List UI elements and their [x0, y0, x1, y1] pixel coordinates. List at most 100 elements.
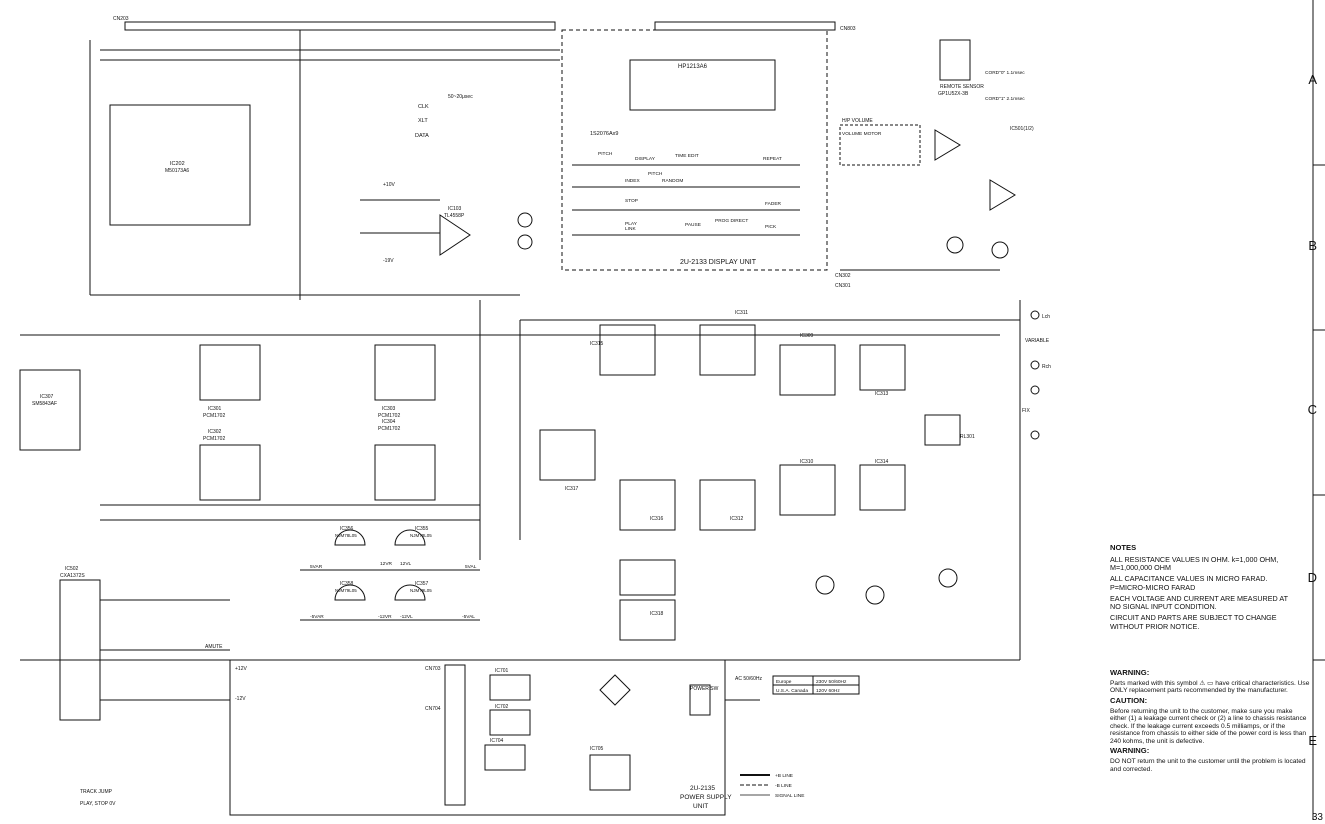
remote-label: REMOTE SENSOR — [940, 84, 984, 90]
legend-b-line: +B LINE — [775, 773, 793, 779]
cn703-label: CN703 — [425, 666, 441, 672]
power-unit-line2: POWER SUPPLY — [680, 794, 732, 801]
key-link: LINK — [625, 226, 636, 232]
ic314-label: IC314 — [875, 459, 889, 465]
ic701-label: IC701 — [495, 668, 509, 674]
power-unit-line3: UNIT — [693, 803, 708, 810]
ic103-part: TL4558P — [444, 213, 465, 219]
key-display: DISPLAY — [635, 156, 656, 162]
ic311-label: IC311 — [735, 310, 748, 316]
ic355-label: IC355 — [415, 526, 429, 532]
rail-p12r: 12VR — [380, 561, 393, 567]
rail-p12l: 12VL — [400, 561, 412, 567]
key-random: RANDOM — [662, 178, 683, 184]
variable-label: VARIABLE — [1025, 338, 1050, 344]
lch-label: Lch — [1042, 314, 1050, 320]
rail-m5var: -5VAR — [310, 614, 324, 620]
vfd-label: HP1213A6 — [678, 64, 708, 70]
ic304-label: IC304 — [382, 419, 396, 425]
ic302-part: PCM1702 — [203, 436, 225, 442]
key-pitch: PITCH — [598, 151, 613, 157]
ic310-label: IC310 — [800, 459, 814, 465]
ic309-label: IC309 — [800, 333, 814, 339]
ic318-label: IC318 — [650, 611, 664, 617]
ic301-part: PCM1702 — [203, 413, 225, 419]
fix-label: FIX — [1022, 408, 1030, 414]
ic316-label: IC316 — [650, 516, 664, 522]
cn704-label: CN704 — [425, 706, 441, 712]
row-marker-e: E — [1308, 733, 1317, 748]
rail-m12r: -12VR — [378, 614, 392, 620]
rail-p10: +10V — [383, 182, 395, 188]
key-index: INDEX — [625, 178, 640, 184]
ic307-part: SM5843AF — [32, 401, 57, 407]
rail-p5var: 5VAR — [310, 564, 323, 570]
power-table-r2c1: U.S.A. Canada — [776, 688, 808, 694]
ic103-label: IC103 — [448, 206, 462, 212]
key-repeat: REPEAT — [763, 156, 782, 162]
key-pause: PAUSE — [685, 222, 701, 228]
ic307-label: IC307 — [40, 394, 54, 400]
rail-m19: -19V — [383, 258, 394, 264]
power-sw-label: POWER SW — [690, 686, 719, 692]
track-jump-label: TRACK JUMP — [80, 789, 113, 795]
warning-title-2: WARNING: — [1110, 746, 1150, 756]
caution-text: Before returning the unit to the custome… — [1110, 707, 1307, 745]
ic317-label: IC317 — [565, 486, 579, 492]
code1-label: CORD"1" 2.1msec — [985, 96, 1025, 102]
ic313-label: IC313 — [875, 391, 889, 397]
power-table-r2c2: 120V 60Hz — [816, 688, 840, 694]
ic502-part: CXA1372S — [60, 573, 85, 579]
clk-label: CLK — [418, 104, 429, 110]
page-number: 33 — [1311, 812, 1323, 823]
ic202-label: IC202 — [170, 161, 185, 167]
notes-block: NOTES ALL RESISTANCE VALUES IN OHM. k=1,… — [1110, 543, 1300, 634]
key-pitch2: PITCH — [648, 171, 663, 177]
rail-m5val: -5VAL — [462, 614, 475, 620]
notes-title: NOTES — [1110, 543, 1137, 552]
rail-p12: +12V — [235, 666, 247, 672]
ic357-label: IC357 — [415, 581, 429, 587]
key-fader: FADER — [765, 201, 782, 207]
key-stop: STOP — [625, 198, 638, 204]
row-marker-b: B — [1308, 238, 1317, 253]
row-marker-d: D — [1307, 570, 1317, 585]
cn203-label: CN203 — [113, 16, 129, 22]
ic302-label: IC302 — [208, 429, 222, 435]
display-unit-label: 2U-2133 DISPLAY UNIT — [680, 259, 757, 266]
ic355-part: NJM78L05 — [410, 533, 432, 538]
mute-label: AMUTE — [205, 644, 223, 650]
power-table-r1c2: 230V 50/60Hz — [816, 679, 847, 685]
data-label: DATA — [415, 133, 429, 139]
relay-label: RL301 — [960, 434, 975, 440]
rail-m12l: -12VL — [400, 614, 413, 620]
ic301-label: IC301 — [208, 406, 222, 412]
pulse-label: 50~20μsec — [448, 94, 473, 100]
ic356-label: IC356 — [340, 526, 354, 532]
warning-text-1: Parts marked with this symbol ⚠ ▭ have c… — [1110, 679, 1310, 695]
ic357-part: NJM79L05 — [410, 588, 432, 593]
rch-label: Rch — [1042, 364, 1051, 370]
key-play: PLAY — [625, 221, 638, 227]
key-time-edit: TIME EDIT — [675, 153, 699, 159]
rail-p5val: 5VAL — [465, 564, 477, 570]
ic356-part: NJM78L05 — [335, 533, 357, 538]
legend-signal: SIGNAL LINE — [775, 793, 804, 799]
cn803-label: CN803 — [840, 26, 856, 32]
notes-line-3: EACH VOLTAGE AND CURRENT ARE MEASURED AT… — [1110, 593, 1288, 612]
ic502-label: IC502 — [65, 566, 79, 572]
row-marker-a: A — [1308, 72, 1317, 87]
ic704-label: IC704 — [490, 738, 504, 744]
warning-block: WARNING: Parts marked with this symbol ⚠… — [1110, 668, 1310, 775]
remote-part: GP1U52X-3B — [938, 91, 969, 97]
ic312-label: IC312 — [730, 516, 744, 522]
ic501-label: IC501(1/2) — [1010, 126, 1034, 132]
key-pick: PICK — [765, 224, 777, 230]
rail-m12: -12V — [235, 696, 246, 702]
cn301-label: CN301 — [835, 283, 851, 289]
warning-title-1: WARNING: — [1110, 668, 1150, 677]
ic705-label: IC705 — [590, 746, 604, 752]
driver-label: 1S2076Ax9 — [590, 131, 618, 137]
caution-title: CAUTION: — [1110, 695, 1148, 705]
